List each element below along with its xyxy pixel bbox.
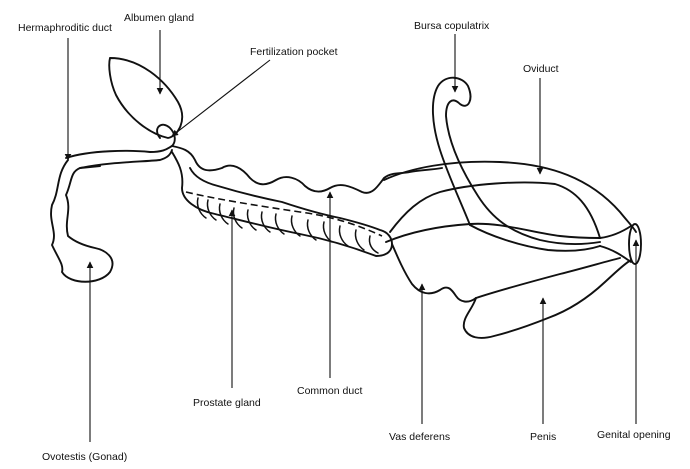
albumen-gland-shape xyxy=(108,57,184,139)
label-penis: Penis xyxy=(530,431,557,443)
common-duct-upper-outline xyxy=(171,145,443,194)
label-ovotestis: Ovotestis (Gonad) xyxy=(42,451,128,463)
label-hermaphroditic-duct: Hermaphroditic duct xyxy=(18,22,112,34)
fertilization-pocket-shape xyxy=(156,123,176,147)
label-vas-deferens: Vas deferens xyxy=(389,431,451,443)
oviduct-shape xyxy=(383,160,637,233)
genital-opening-shape xyxy=(628,223,642,265)
ovotestis-shape xyxy=(50,159,114,283)
label-bursa-copulatrix: Bursa copulatrix xyxy=(414,20,490,32)
penis-shape xyxy=(462,259,632,339)
label-genital-opening: Genital opening xyxy=(597,429,671,441)
label-prostate-gland: Prostate gland xyxy=(193,397,261,409)
prostate-gland-dashes xyxy=(185,191,383,237)
bursa-copulatrix-shape xyxy=(431,76,601,245)
prostate-gland-arcs xyxy=(196,197,379,254)
hermaphroditic-duct-tube xyxy=(65,145,173,159)
label-albumen-gland: Albumen gland xyxy=(124,12,195,24)
common-duct-lower-outline xyxy=(171,151,393,257)
label-common-duct: Common duct xyxy=(297,385,363,397)
label-oviduct: Oviduct xyxy=(523,63,559,75)
leader-fertilization-pocket xyxy=(171,59,271,137)
label-fertilization-pocket: Fertilization pocket xyxy=(250,46,338,58)
vas-deferens-shape xyxy=(391,243,477,303)
